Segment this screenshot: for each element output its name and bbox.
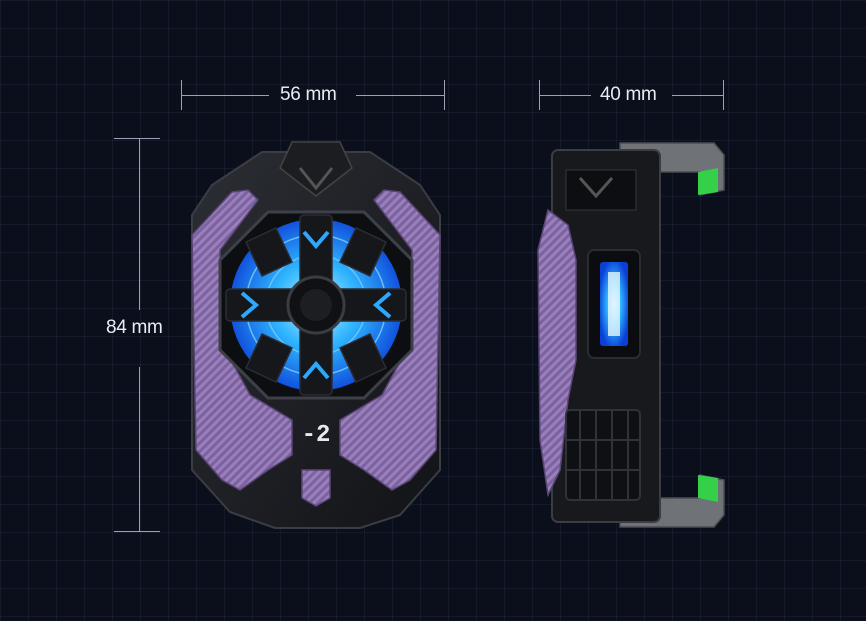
height-label: 84 mm xyxy=(106,317,163,338)
temperature-readout: -2 xyxy=(302,422,331,449)
side-width-dim-line-left xyxy=(539,95,591,96)
height-dim-tick-bottom xyxy=(114,531,160,532)
height-dim-line-top xyxy=(139,138,140,310)
width-dim-tick-left xyxy=(181,80,182,110)
side-width-dim-tick-left xyxy=(539,80,540,110)
top-grip-pad xyxy=(698,168,718,195)
height-dim-line-bottom xyxy=(139,367,140,531)
front-view xyxy=(191,141,441,529)
side-view xyxy=(537,142,725,528)
width-dim-line-right xyxy=(356,95,444,96)
width-label: 56 mm xyxy=(280,84,337,105)
side-width-label: 40 mm xyxy=(600,84,657,105)
bottom-grip-pad xyxy=(698,475,718,502)
width-dim-tick-right xyxy=(444,80,445,110)
side-width-dim-line-right xyxy=(672,95,724,96)
height-dim-tick-top xyxy=(114,138,160,139)
power-button[interactable] xyxy=(301,469,331,507)
side-width-dim-tick-right xyxy=(723,80,724,110)
width-dim-line-left xyxy=(181,95,269,96)
